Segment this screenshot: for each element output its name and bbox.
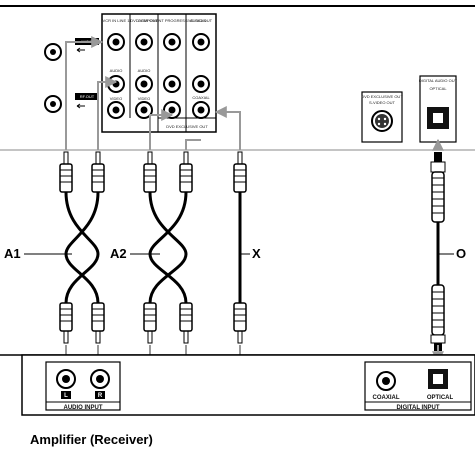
receiver-optical-jack <box>428 369 448 389</box>
cable-x-label: X <box>252 246 261 261</box>
dvd-exclusive-svideo-label: DVD EXCLUSIVE OUT <box>361 94 403 99</box>
rf-out-label: RF.OUT <box>80 94 95 99</box>
r-badge: R <box>98 393 103 399</box>
rf-out-jack: RF.OUT <box>44 93 99 113</box>
receiver-audio-r-jack: R <box>90 369 110 399</box>
rca-jack <box>135 101 153 119</box>
cable-a2 <box>143 151 193 344</box>
rca-jack <box>163 75 181 93</box>
digital-audio-out-label: DIGITAL AUDIO OUT <box>419 78 458 83</box>
rca-jack <box>107 33 125 51</box>
cable-a1-label: A1 <box>4 246 21 261</box>
cable-labels: A1 A2 X O <box>4 246 466 261</box>
receiver-panel: AUDIO INPUT L R DIGITAL INPUT COAXIAL OP… <box>0 354 475 416</box>
cable-o <box>430 152 446 351</box>
video-label-1: VIDEO <box>110 96 122 101</box>
rca-jack <box>107 101 125 119</box>
digital-input-label: DIGITAL INPUT <box>396 405 439 411</box>
rca-jack <box>163 33 181 51</box>
dvd-exclusive-out-label: DVD EXCLUSIVE OUT <box>166 124 208 129</box>
coaxial-small-label: COAXIAL <box>192 95 210 100</box>
rca-jack <box>107 75 125 93</box>
vcr-in-line1-label: VCR IN LINE 1 <box>103 18 131 23</box>
rca-jack <box>135 33 153 51</box>
svideo-out-block: DVD EXCLUSIVE OUT S-VIDEO OUT <box>361 91 403 143</box>
coaxial-label: COAXIAL <box>373 395 400 401</box>
l-badge: L <box>64 393 68 399</box>
rca-jack <box>192 75 210 93</box>
optical-label: OPTICAL <box>427 395 454 401</box>
rca-jack <box>192 101 210 119</box>
dvd-vcr-out-label: DVD/VCR OUT <box>130 18 158 23</box>
audio-input-label: AUDIO INPUT <box>64 405 103 411</box>
cable-x <box>233 151 247 344</box>
routing-lines <box>65 36 444 151</box>
audio-out-label: AUDIO OUT <box>190 18 213 23</box>
receiver-audio-l-jack: L <box>56 369 76 399</box>
audio-label-2: AUDIO <box>138 68 151 73</box>
cable-a2-label: A2 <box>110 246 127 261</box>
component-out-label: COMPONENT PROGRESSIVE SCAN <box>138 18 206 23</box>
cable-a1 <box>59 151 105 344</box>
receiver-coaxial-jack <box>376 371 396 391</box>
cables <box>59 151 446 351</box>
rca-jack <box>192 33 210 51</box>
audio-label-1: AUDIO <box>110 68 123 73</box>
digital-audio-out-block: DIGITAL AUDIO OUT OPTICAL <box>419 75 458 143</box>
rca-jack <box>135 75 153 93</box>
optical-small-label: OPTICAL <box>429 86 447 91</box>
svideo-out-label: S-VIDEO OUT <box>369 100 396 105</box>
cable-o-label: O <box>456 246 466 261</box>
output-jack-block: VCR IN LINE 1 DVD/VCR OUT COMPONENT PROG… <box>101 13 217 133</box>
video-label-2: VIDEO <box>138 96 150 101</box>
receiver-caption: Amplifier (Receiver) <box>30 432 153 447</box>
